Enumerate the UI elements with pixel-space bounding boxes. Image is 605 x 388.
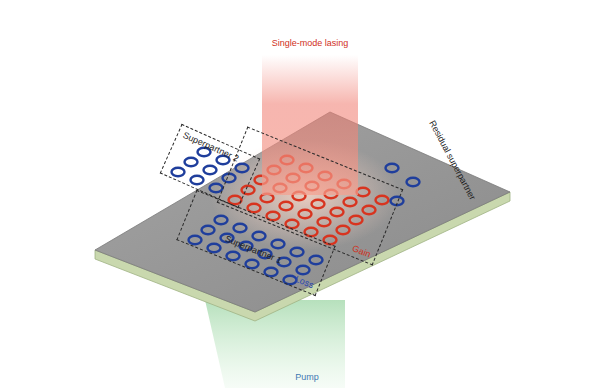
ring-resonator: [350, 216, 363, 224]
annotation-label: Pump: [295, 372, 319, 382]
group-label: Superpartner 2: [181, 130, 240, 164]
ring-resonator: [189, 236, 202, 244]
pump-beam: [205, 300, 345, 388]
ring-resonator: [310, 256, 323, 264]
ring-resonator: [246, 260, 259, 268]
ring-resonator: [234, 224, 247, 232]
ring-resonator: [227, 252, 240, 260]
laser-beam: [262, 55, 358, 195]
ring-resonator: [299, 210, 312, 218]
ring-resonator: [312, 200, 325, 208]
ring-resonator: [363, 206, 376, 214]
ring-resonator: [261, 194, 274, 202]
group-note: Loss: [294, 273, 316, 290]
ring-resonator: [318, 218, 331, 226]
ring-resonator: [265, 268, 278, 276]
ring-resonator: [204, 166, 217, 174]
ring-resonator: [208, 244, 221, 252]
ring-resonator: [236, 164, 249, 172]
annotation-label: Single-mode lasing: [272, 38, 349, 48]
ring-resonator: [407, 178, 420, 186]
ring-resonator: [337, 226, 350, 234]
ring-resonator: [272, 240, 285, 248]
group-label: Gain: [351, 243, 373, 260]
ring-resonator: [191, 176, 204, 184]
ring-resonator: [324, 236, 337, 244]
ring-resonator: [223, 174, 236, 182]
ring-resonator: [291, 248, 304, 256]
ring-resonator: [297, 266, 310, 274]
ring-resonator: [331, 208, 344, 216]
ring-resonator: [248, 204, 261, 212]
ring-resonator: [202, 226, 215, 234]
ring-resonator: [185, 158, 198, 166]
ring-resonator: [172, 168, 185, 176]
ring-resonator: [229, 196, 242, 204]
group-label: Superpartner 1: [223, 234, 283, 266]
ring-resonator: [391, 197, 404, 205]
ring-resonator: [386, 164, 399, 172]
ring-resonator: [267, 212, 280, 220]
ring-resonator: [357, 188, 370, 196]
ring-resonator: [376, 196, 389, 204]
ring-resonator: [253, 232, 266, 240]
ring-resonator: [286, 220, 299, 228]
ring-resonator: [210, 184, 223, 192]
ring-resonator: [344, 198, 357, 206]
ring-resonator: [215, 216, 228, 224]
ring-resonator: [305, 228, 318, 236]
ring-resonator: [242, 186, 255, 194]
ring-resonator: [280, 202, 293, 210]
